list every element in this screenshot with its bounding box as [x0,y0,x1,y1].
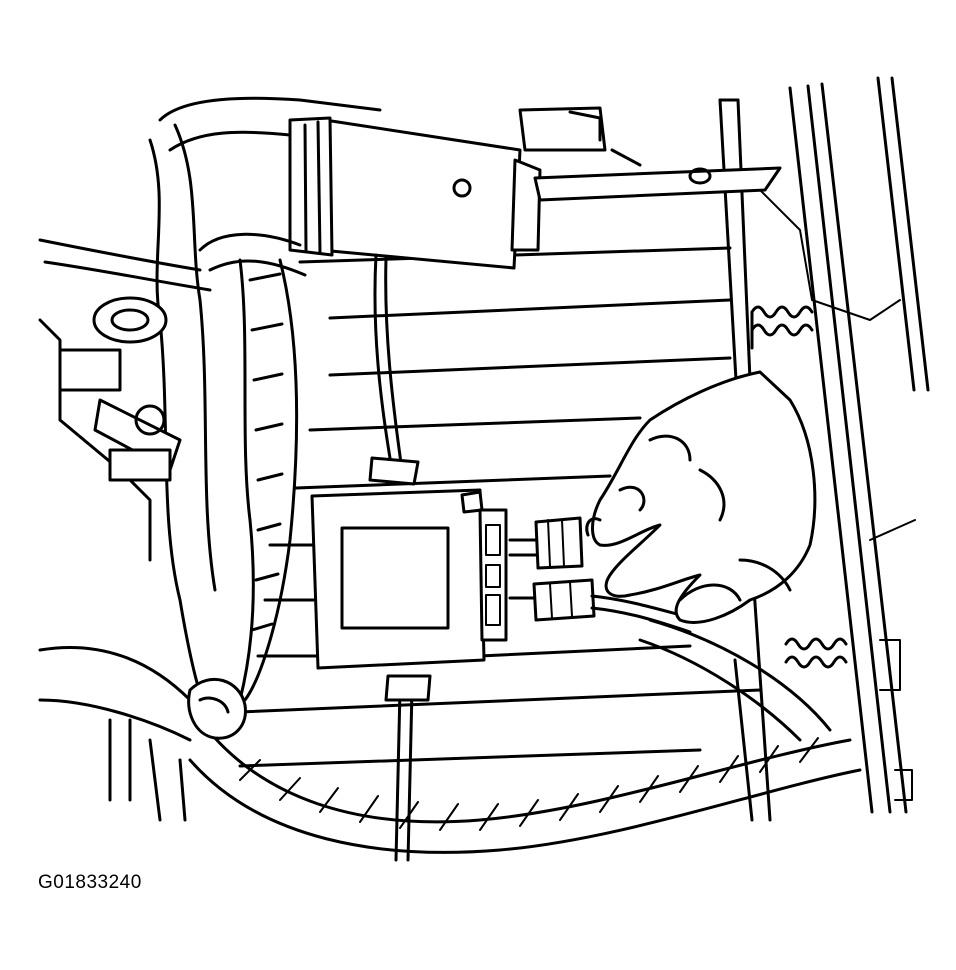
connector-lower [508,578,702,634]
line-art-illustration [38,76,930,862]
figure-id-label: G01833240 [38,872,142,893]
hand-left [187,677,247,740]
grommet-mount [38,296,182,562]
coil-spring-lower [784,637,848,669]
wire-harness-left [38,96,382,722]
connector-upper [508,516,584,570]
hand [585,370,817,624]
control-module [310,488,508,670]
actuator-motor [288,106,782,270]
panel-bars [238,98,772,822]
wire-harness-lower [38,618,862,854]
module-cable [368,253,432,862]
coil-spring-upper [750,305,814,350]
frame-rails [759,76,930,814]
